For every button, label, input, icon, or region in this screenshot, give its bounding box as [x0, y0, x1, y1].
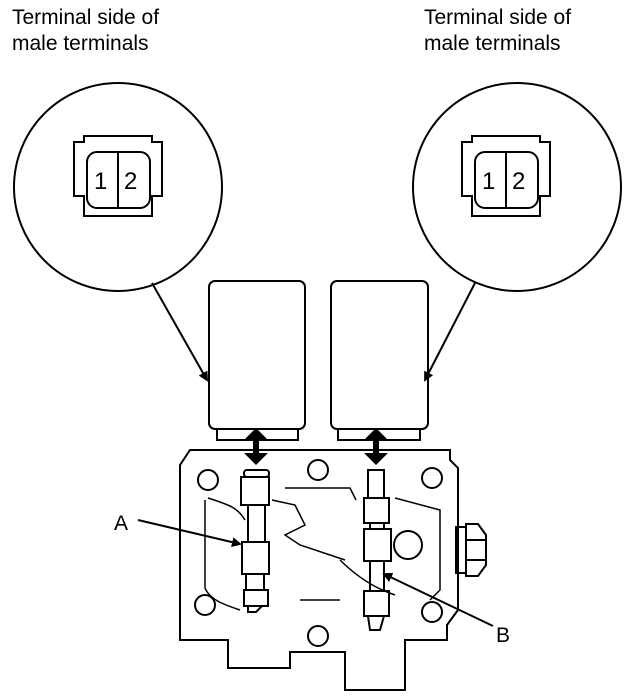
callout-a-line: [137, 519, 242, 548]
right-double-arrow-icon: [364, 428, 388, 465]
left-solenoid: [208, 280, 306, 441]
valve-body: [179, 449, 459, 691]
mounting-bolt: [455, 523, 487, 577]
right-solenoid: [330, 280, 429, 441]
right-magnifier-circle: [412, 82, 622, 292]
right-connector-icon: [461, 135, 551, 217]
right-pointer-line: [424, 282, 476, 382]
caption-right: Terminal side of male terminals: [424, 6, 572, 55]
caption-left: Terminal side of male terminals: [12, 6, 160, 55]
left-connector-icon: [73, 135, 163, 217]
left-magnifier-circle: [13, 82, 223, 292]
left-pin-2: 2: [124, 168, 137, 195]
left-plunger: [240, 469, 270, 613]
callout-label-a: A: [114, 512, 129, 535]
callout-b-line: [382, 572, 494, 627]
right-pin-2: 2: [512, 168, 525, 195]
callout-label-b: B: [496, 624, 511, 647]
right-plunger: [363, 469, 392, 631]
left-pin-1: 1: [94, 168, 107, 195]
right-pin-1: 1: [482, 168, 495, 195]
left-pointer-line: [151, 282, 208, 382]
left-double-arrow-icon: [244, 428, 268, 465]
